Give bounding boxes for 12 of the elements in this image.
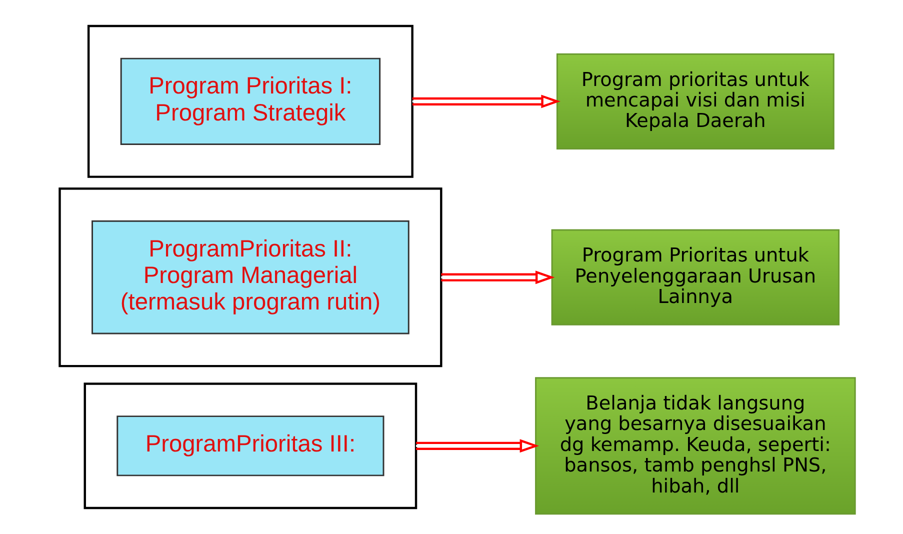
arrow (412, 94, 560, 108)
cluster (84, 382, 418, 510)
cluster (87, 24, 414, 178)
arrow (441, 270, 555, 284)
node-box: Program Prioritas I: Program Strategik (120, 58, 381, 146)
arrow (416, 439, 540, 453)
node-box: Program prioritas untuk mencapai visi dan misi Kepala Daerah (556, 53, 834, 150)
node-box: Belanja tidak langsung yang besarnya disesuaikan dg kemamp. Keuda, seperti: bansos, tamb penghsl PNS, hibah, dll (535, 377, 856, 515)
cluster (58, 188, 442, 368)
node-box: Program Prioritas untuk Penyelenggaraan Urusan Lainnya (551, 229, 840, 326)
node-box: ProgramPrioritas II: Program Managerial (termasuk program rutin) (92, 220, 410, 334)
node-box: ProgramPrioritas III: (116, 416, 384, 476)
